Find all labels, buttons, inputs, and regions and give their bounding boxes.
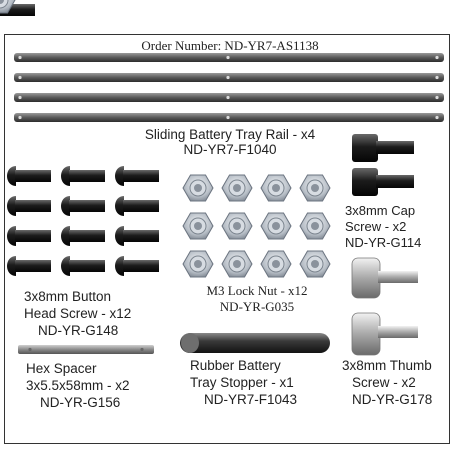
cap-screws xyxy=(352,134,414,196)
button-screw-code: ND-YR-G148 xyxy=(38,323,119,338)
rail-name: Sliding Battery Tray Rail - x4 xyxy=(144,127,316,142)
stopper-line2: Tray Stopper - x1 xyxy=(190,375,294,390)
hex-spacer-code: ND-YR-G156 xyxy=(40,395,121,410)
thumb-screw-label: 3x8mm Thumb Screw - x2 ND-YR-G178 xyxy=(342,357,432,408)
cap-screw-line1: 3x8mm Cap xyxy=(345,203,416,218)
stopper-label: Rubber Battery Tray Stopper - x1 ND-YR7-… xyxy=(190,357,297,408)
stopper-code: ND-YR7-F1043 xyxy=(204,392,298,407)
rail-code: ND-YR7-F1040 xyxy=(183,142,277,157)
lock-nut-name: M3 Lock Nut - x12 xyxy=(206,283,308,298)
button-screw-label: 3x8mm Button Head Screw - x12 ND-YR-G148 xyxy=(24,288,131,339)
lock-nut-label: M3 Lock Nut - x12 ND-YR-G035 xyxy=(182,283,332,315)
hex-spacer-line1: Hex Spacer xyxy=(26,361,97,376)
thumb-screw-code: ND-YR-G178 xyxy=(352,392,433,407)
thumb-screw-line1: 3x8mm Thumb xyxy=(342,358,432,373)
hex-spacer-line2: 3x5.5x58mm - x2 xyxy=(26,378,130,393)
rail-label: Sliding Battery Tray Rail - x4 ND-YR7-F1… xyxy=(100,127,360,157)
battery-tray-rails xyxy=(14,53,444,122)
thumb-screw-line2: Screw - x2 xyxy=(352,375,416,390)
order-number: Order Number: ND-YR7-AS1138 xyxy=(141,38,319,53)
lock-nut-code: ND-YR-G035 xyxy=(219,299,295,314)
thumb-screws xyxy=(351,257,418,356)
rubber-stopper xyxy=(180,333,330,353)
stopper-line1: Rubber Battery xyxy=(190,358,281,373)
button-screw-line1: 3x8mm Button xyxy=(24,289,112,304)
button-screw-line2: Head Screw - x12 xyxy=(24,306,132,321)
cap-screw-code: ND-YR-G114 xyxy=(345,235,422,250)
lock-nuts xyxy=(0,0,331,278)
hex-spacer xyxy=(18,345,154,354)
hex-spacer-label: Hex Spacer 3x5.5x58mm - x2 ND-YR-G156 xyxy=(26,360,130,411)
cap-screw-label: 3x8mm Cap Screw - x2 ND-YR-G114 xyxy=(345,203,421,251)
cap-screw-line2: Screw - x2 xyxy=(345,219,407,234)
